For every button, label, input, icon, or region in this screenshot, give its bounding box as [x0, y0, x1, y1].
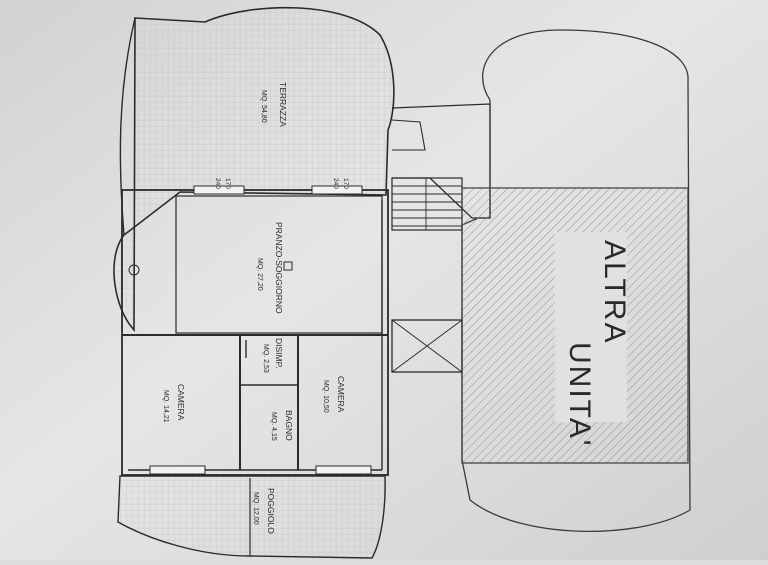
window2-height-label: 170	[342, 178, 349, 189]
altra-unita-area	[461, 29, 691, 532]
poggiolo-name: POGGIOLO	[266, 488, 276, 534]
altra-unita-line2: UNITA'	[563, 342, 596, 448]
window-openings	[149, 185, 372, 475]
camera-small-name: CAMERA	[336, 376, 346, 413]
poggiolo-area	[117, 475, 386, 559]
altra-unita-line1: ALTRA	[598, 240, 631, 344]
terrazza-drain-symbol	[128, 264, 140, 276]
camera-large-name: CAMERA	[176, 384, 186, 421]
bagno-name: BAGNO	[284, 410, 294, 441]
camera-small-area-label: MQ. 10,50	[322, 380, 329, 413]
pranzo-name: PRANZO-SOGGIORNO	[274, 222, 284, 314]
camera-large-area-label: MQ. 14,21	[162, 390, 169, 423]
pranzo-area-label: MQ. 27,20	[256, 258, 263, 291]
window1-height-label: 170	[224, 178, 231, 189]
table-symbol	[283, 261, 293, 271]
window2-width-label: 240	[332, 178, 339, 189]
poggiolo-area-label: MQ. 12,00	[252, 492, 259, 525]
disimp-name: DISIMP.	[274, 338, 284, 369]
bagno-area-label: MQ. 4,15	[270, 412, 277, 441]
disimp-area-label: MQ. 2,53	[262, 344, 269, 373]
terrazza-name: TERRAZZA	[278, 82, 288, 127]
window1-width-label: 240	[214, 178, 221, 189]
terrazza-area-label: MQ. 54,80	[260, 90, 267, 123]
